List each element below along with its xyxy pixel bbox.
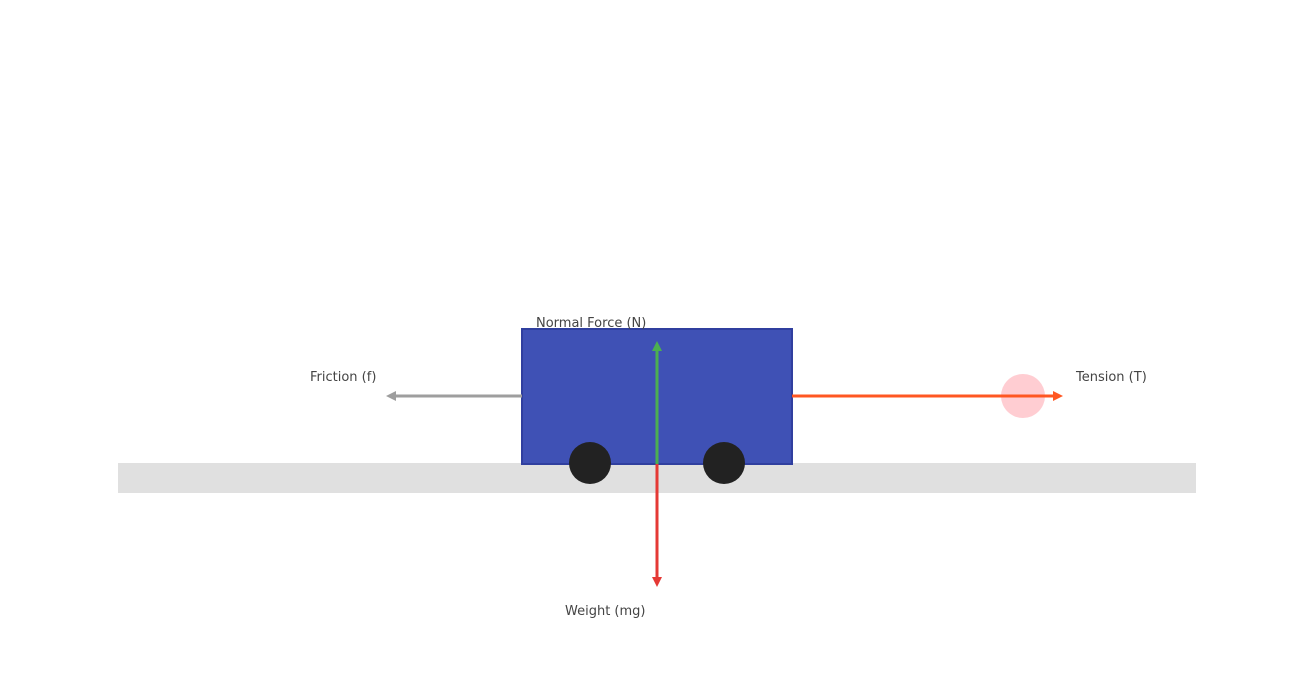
weight-label: Weight (mg) bbox=[565, 604, 645, 619]
normal-force-label: Normal Force (N) bbox=[536, 316, 646, 331]
cart-wheel-left bbox=[569, 442, 611, 484]
friction-label: Friction (f) bbox=[310, 370, 376, 385]
tension-label: Tension (T) bbox=[1075, 370, 1147, 385]
cart-wheel-right bbox=[703, 442, 745, 484]
